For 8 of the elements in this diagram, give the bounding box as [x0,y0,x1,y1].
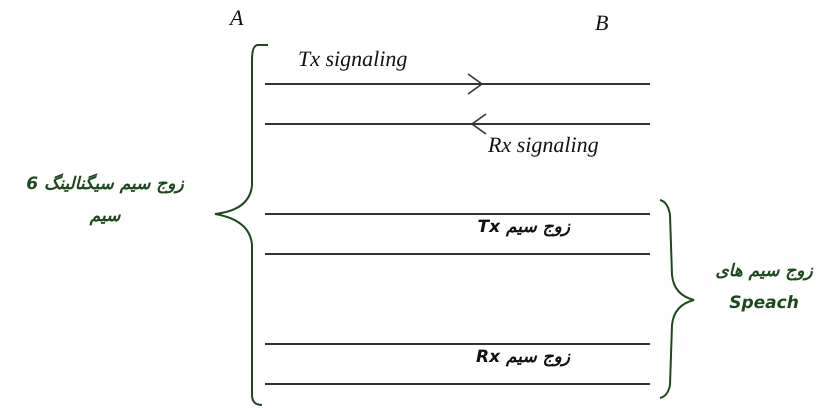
wire-pair-label: زوج سیم Tx [478,217,570,237]
signal-label: Rx signaling [488,132,599,157]
point-label: B [595,10,608,35]
wire-pair-label: زوج سیم Rx [476,347,570,367]
signal-label: Tx signaling [298,46,408,71]
group-label: زوج سیم سیگنالینگ 6 سیم [26,174,184,226]
group-label: زوج سیم های Speach [715,261,813,314]
point-label: A [230,5,244,30]
